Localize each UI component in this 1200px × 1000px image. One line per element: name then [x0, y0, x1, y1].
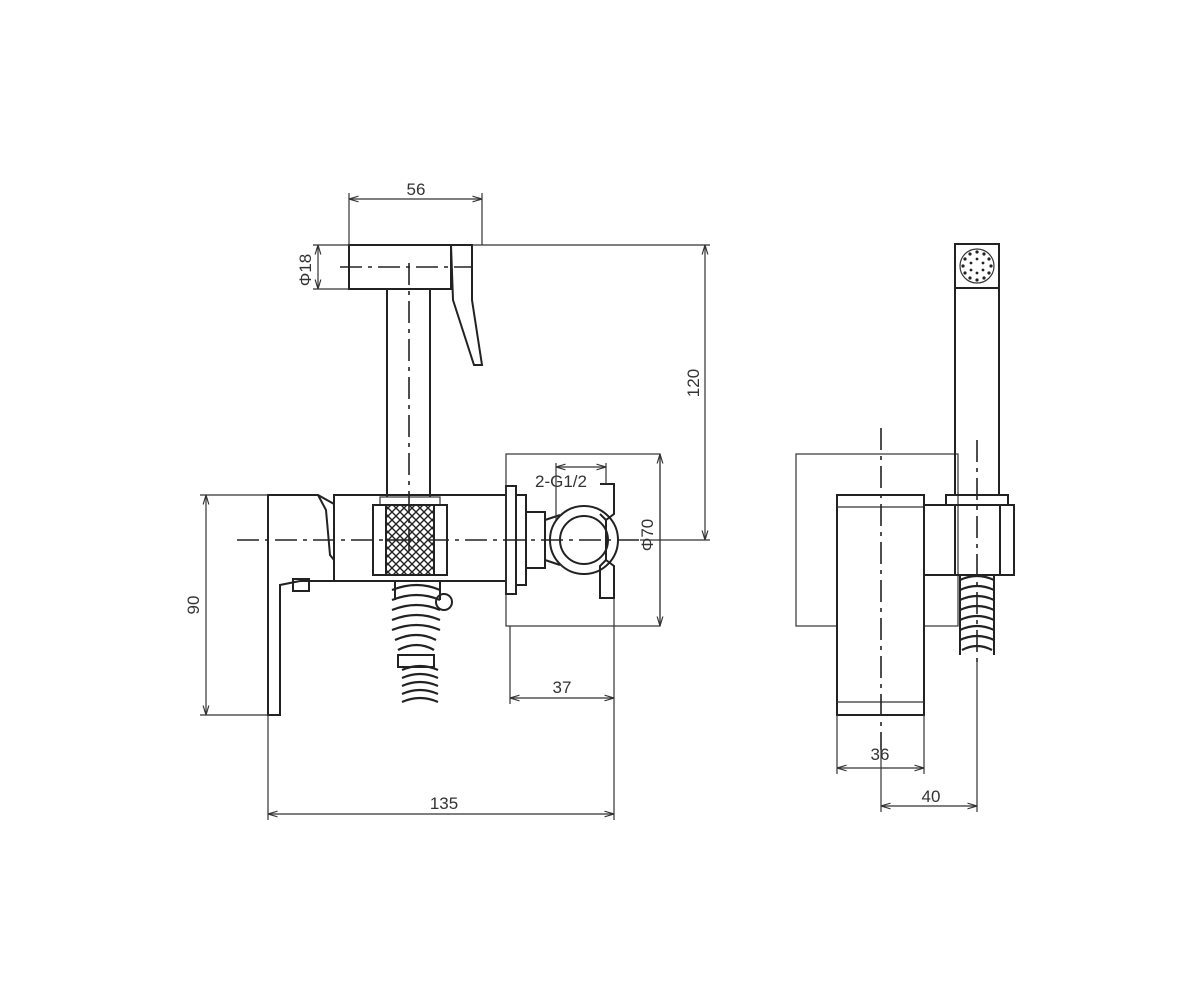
dimension-135: 135 [267, 715, 614, 820]
dimension-dia-18-label: Φ18 [296, 254, 315, 286]
side-hand-shower [954, 243, 1000, 495]
dimension-40: 40 [880, 662, 978, 812]
valve-body [333, 494, 507, 582]
inlet-fitting [525, 483, 619, 599]
dimension-90: 90 [184, 494, 268, 716]
dimension-thread: 2-G1/2 [535, 463, 607, 520]
dimension-56-label: 56 [407, 180, 426, 199]
hand-shower-head [348, 244, 484, 366]
front-view [237, 244, 661, 716]
lever-handle [267, 494, 335, 716]
dimension-thread-label: 2-G1/2 [535, 472, 587, 491]
dimension-56: 56 [348, 180, 483, 245]
dimension-37: 37 [509, 598, 615, 820]
spray-holes-icon [961, 250, 993, 282]
dimension-36-label: 36 [871, 745, 890, 764]
dimension-dia-70-label: Φ70 [638, 519, 657, 551]
dimension-120-label: 120 [684, 369, 703, 397]
dimension-120: 120 [472, 244, 710, 541]
dimension-40-label: 40 [922, 787, 941, 806]
dimension-37-label: 37 [553, 678, 572, 697]
side-body [836, 494, 925, 716]
dimension-dia-18: Φ18 [296, 244, 349, 290]
dimension-90-label: 90 [184, 596, 203, 615]
hose-connector [391, 581, 453, 704]
dimension-135-label: 135 [430, 794, 458, 813]
side-view [795, 243, 1015, 750]
dimension-dia-70: Φ70 [638, 454, 660, 626]
shower-stem [386, 289, 431, 497]
